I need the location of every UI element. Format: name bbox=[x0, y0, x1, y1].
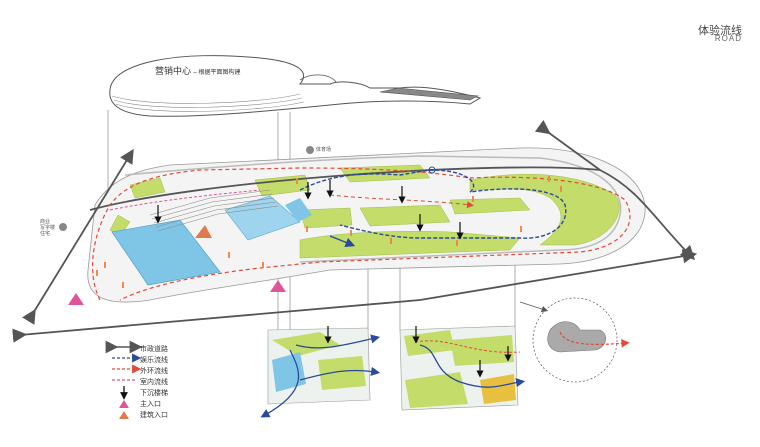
legend-item-indoor-route: 室内流线 bbox=[140, 379, 168, 386]
terrace-steps bbox=[149, 189, 279, 232]
gym-marker bbox=[306, 146, 314, 154]
callout-note: – 根据平面图构建 bbox=[193, 70, 241, 76]
legend-item-sunken-stairs: 下沉楼梯 bbox=[140, 390, 168, 397]
detail-panel-2 bbox=[399, 325, 526, 411]
legend-item-entertainment-route: 娱乐流线 bbox=[140, 357, 168, 364]
callout-main: 营销中心 bbox=[155, 66, 192, 76]
entertainment-arrow bbox=[329, 235, 356, 247]
legend-item-outer-loop-route: 外环流线 bbox=[140, 368, 168, 375]
gym-label: 体育场 bbox=[316, 147, 332, 153]
detail-circle-3 bbox=[519, 297, 630, 383]
marketing-center-callout: 营销中心 – 根据平面图构建 bbox=[155, 64, 241, 77]
route-node bbox=[428, 166, 436, 174]
west-district-marker bbox=[59, 223, 67, 231]
legend-item-main-entrance: 主入口 bbox=[140, 401, 161, 408]
main-entrance-marker-south bbox=[270, 280, 286, 292]
legend: 市政道路 娱乐流线 外环流线 室内流线 下沉楼梯 主入口 建筑入口 bbox=[110, 343, 250, 420]
west-label-1: 商业 bbox=[40, 219, 51, 225]
outer-loop-route bbox=[91, 167, 631, 301]
legend-symbols bbox=[105, 340, 143, 419]
people-figures bbox=[96, 176, 562, 288]
indoor-route bbox=[109, 189, 261, 211]
marketing-center-building bbox=[109, 55, 482, 117]
building-entrance-marker bbox=[195, 225, 212, 238]
detail-panel-1 bbox=[260, 326, 381, 418]
main-entrance-marker-west bbox=[68, 293, 84, 305]
legend-item-municipal-road: 市政道路 bbox=[140, 346, 168, 353]
sunken-stairs-arrows bbox=[154, 180, 464, 240]
west-label-3: 住宅 bbox=[40, 231, 51, 237]
west-label-2: 写字楼 bbox=[40, 225, 56, 231]
page-title: 体验流线 bbox=[698, 25, 742, 37]
entertainment-route bbox=[299, 169, 567, 239]
page-subtitle: ROAD bbox=[714, 34, 742, 43]
legend-item-building-entrance: 建筑入口 bbox=[140, 412, 168, 419]
